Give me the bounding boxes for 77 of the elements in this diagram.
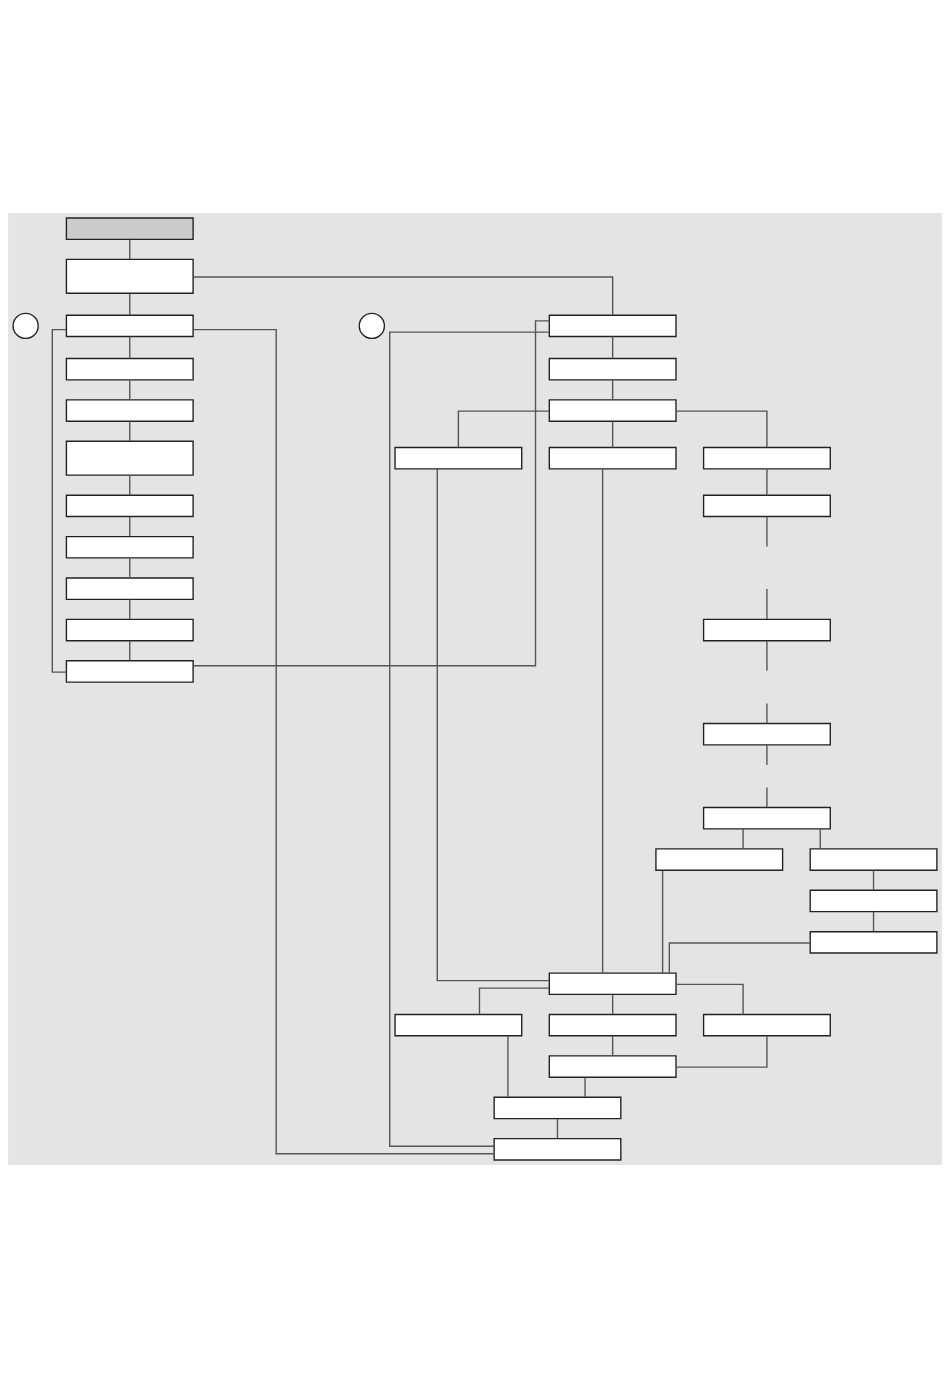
connector <box>478 987 550 1015</box>
connector <box>766 588 768 620</box>
node-box <box>809 848 938 871</box>
connector <box>129 640 131 661</box>
node-box <box>65 399 194 422</box>
node-box <box>702 722 831 746</box>
connector <box>436 468 550 982</box>
connector <box>661 869 664 974</box>
node-circle <box>12 312 39 340</box>
node-box <box>65 314 194 338</box>
connector <box>129 336 131 360</box>
connector <box>51 328 67 673</box>
node-box <box>702 446 831 470</box>
connector <box>129 474 131 496</box>
node-box <box>702 1013 831 1037</box>
connector <box>129 293 131 316</box>
connector <box>584 1076 586 1098</box>
node-circle <box>358 312 386 340</box>
node-box <box>809 931 938 954</box>
connector <box>129 598 131 620</box>
node-box <box>493 1137 622 1161</box>
connector <box>766 516 768 548</box>
connector <box>556 1118 559 1139</box>
node-box <box>702 494 831 518</box>
connector <box>389 331 550 1147</box>
connector <box>611 336 614 360</box>
node-box <box>65 440 194 476</box>
connector <box>675 983 744 1016</box>
node-box <box>548 399 677 422</box>
node-box <box>548 446 677 470</box>
connector <box>192 328 495 1155</box>
node-box <box>548 1013 677 1037</box>
connector <box>129 557 131 579</box>
connector <box>507 1035 509 1098</box>
connector <box>129 379 131 400</box>
connector <box>742 828 744 850</box>
connector <box>129 516 131 537</box>
node-box <box>65 494 194 518</box>
node-box <box>65 258 194 294</box>
connector <box>766 786 768 808</box>
connector <box>192 276 614 316</box>
connector <box>611 420 614 449</box>
node-box <box>548 314 677 338</box>
connector <box>766 744 768 766</box>
node-box <box>65 217 194 241</box>
connector <box>675 1035 768 1068</box>
connector <box>668 942 811 974</box>
node-box <box>548 357 677 381</box>
node-box <box>702 806 831 830</box>
connector <box>457 410 550 448</box>
connector <box>766 702 768 724</box>
connector <box>819 828 821 850</box>
node-box <box>702 618 831 642</box>
node-box <box>809 889 938 913</box>
connector <box>872 911 875 932</box>
connector <box>766 640 768 672</box>
connector <box>766 468 768 496</box>
node-box <box>65 660 194 683</box>
connector <box>872 869 875 891</box>
connector <box>611 379 614 400</box>
node-box <box>493 1096 622 1120</box>
node-box <box>548 1055 677 1078</box>
node-box <box>655 848 784 871</box>
connector <box>675 410 768 448</box>
node-box <box>394 1013 523 1037</box>
connector <box>129 420 131 442</box>
connector <box>601 468 604 974</box>
node-box <box>65 618 194 642</box>
node-box <box>65 357 194 381</box>
node-box <box>394 446 523 470</box>
connector <box>611 993 614 1015</box>
connector <box>611 1035 614 1056</box>
node-box <box>65 535 194 559</box>
node-box <box>65 577 194 600</box>
connector <box>192 320 550 667</box>
node-box <box>548 972 677 996</box>
connector <box>129 239 131 261</box>
